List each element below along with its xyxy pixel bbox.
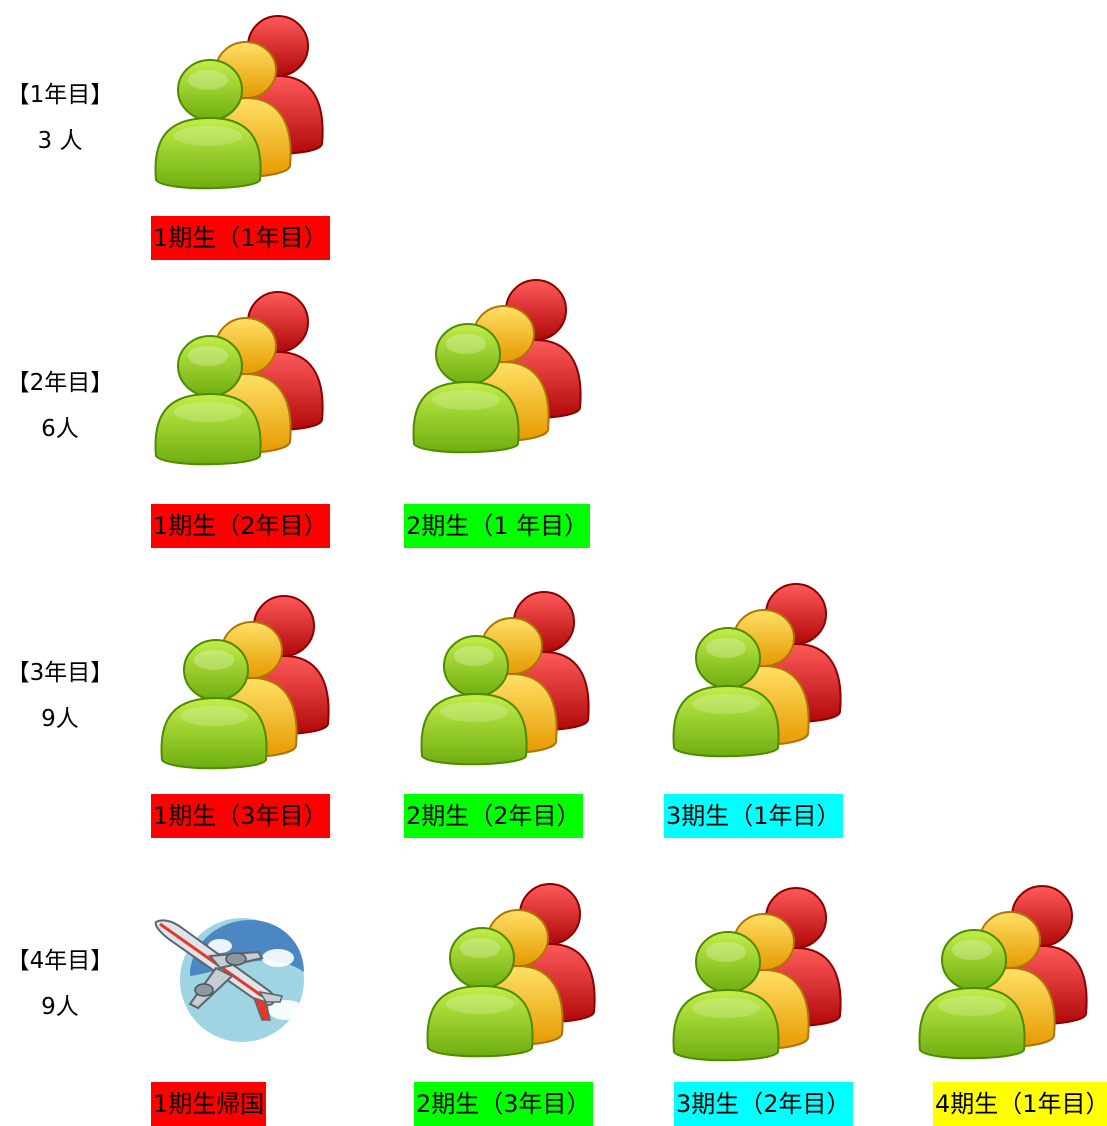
cohort-tag: 3期生（2年目） xyxy=(674,1082,853,1126)
row-4-label: 【4年目】 9人 xyxy=(0,938,120,1030)
cohort-tag: 2期生（3年目） xyxy=(414,1082,593,1126)
cohort-tag: 2期生（1 年目） xyxy=(404,504,591,548)
people-group-icon xyxy=(668,572,848,762)
cohort-tag: 1期生（1年目） xyxy=(151,216,330,260)
people-group-icon xyxy=(422,872,602,1062)
count-label: 9人 xyxy=(41,706,79,732)
year-label: 【4年目】 xyxy=(6,948,114,974)
people-group-icon xyxy=(150,4,330,194)
row-1-label: 【1年目】 3 人 xyxy=(0,72,120,164)
year-label: 【1年目】 xyxy=(6,82,114,108)
people-group-icon xyxy=(156,584,336,774)
cohort-tag: 4期生（1年目） xyxy=(933,1082,1107,1126)
people-group-icon xyxy=(408,268,588,458)
count-label: 9人 xyxy=(41,994,79,1020)
cohort-tag: 3期生（1年目） xyxy=(664,794,843,838)
cohort-tag: 1期生（2年目） xyxy=(151,504,330,548)
people-group-icon xyxy=(150,280,330,470)
airplane-icon xyxy=(150,912,310,1042)
year-label: 【2年目】 xyxy=(6,370,114,396)
people-group-icon xyxy=(416,580,596,770)
cohort-tag: 1期生帰国 xyxy=(151,1082,267,1126)
cohort-tag: 1期生（3年目） xyxy=(151,794,330,838)
row-2-label: 【2年目】 6人 xyxy=(0,360,120,452)
row-3-label: 【3年目】 9人 xyxy=(0,650,120,742)
cohort-tag: 2期生（2年目） xyxy=(404,794,583,838)
year-label: 【3年目】 xyxy=(6,660,114,686)
people-group-icon xyxy=(914,874,1094,1064)
count-label: 3 人 xyxy=(37,128,83,154)
count-label: 6人 xyxy=(41,416,79,442)
people-group-icon xyxy=(668,876,848,1066)
